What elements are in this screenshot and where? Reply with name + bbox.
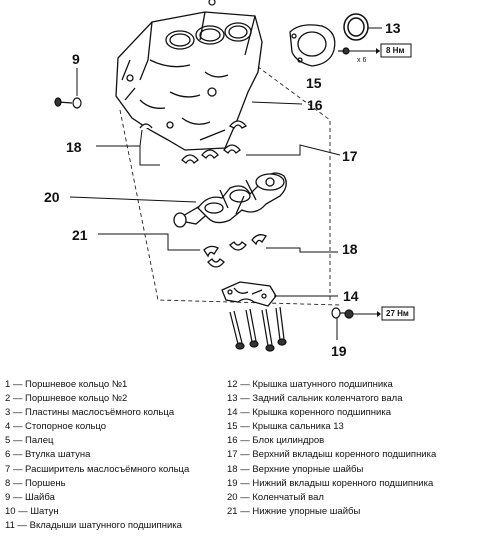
legend-item: 2 — Поршневое кольцо №2 [5, 393, 128, 405]
legend-item: 15 — Крышка сальника 13 [227, 421, 344, 433]
legend-item: 18 — Верхние упорные шайбы [227, 463, 364, 475]
legend-item: 16 — Блок цилиндров [227, 435, 325, 447]
upper-main-bearings-part-17 [181, 144, 241, 164]
leader-20 [69, 196, 197, 203]
block-plug [208, 0, 216, 6]
lower-torque-value: 27 Нм [386, 309, 409, 318]
callout-14: 14 [343, 288, 359, 304]
callout-18-upper: 18 [66, 139, 82, 155]
crankshaft-part-20 [173, 172, 287, 228]
side-bolt-washer [331, 307, 354, 319]
leader-18-lower [266, 247, 338, 253]
exploded-view-diagram: 9 15 13 x 6 8 Нм 16 18 17 [44, 0, 415, 359]
main-cap-bolts [229, 306, 287, 352]
legend-item: 6 — Втулка шатуна [5, 449, 91, 461]
legend-item: 20 — Коленчатый вал [227, 491, 324, 503]
legend-item: 13 — Задний сальник коленчатого вала [227, 393, 403, 405]
legend-item: 7 — Расширитель маслосъёмного кольца [5, 463, 190, 475]
legend-item: 3 — Пластины маслосъёмного кольца [5, 407, 175, 419]
lower-main-bearings-part-19 [207, 241, 247, 268]
assembly-dashed-outline [119, 49, 341, 306]
bolt-quantity: x 6 [357, 57, 366, 64]
legend-item: 12 — Крышка шатунного подшипника [227, 379, 393, 390]
leader-16 [251, 101, 303, 105]
upper-torque-arrow [376, 48, 380, 54]
leader-21 [98, 233, 200, 251]
callout-20: 20 [44, 189, 60, 205]
callout-9: 9 [72, 51, 80, 67]
legend-item: 1 — Поршневое кольцо №1 [5, 379, 128, 390]
legend-item: 21 — Нижние упорные шайбы [227, 505, 361, 517]
legend-item: 17 — Верхний вкладыш коренного подшипник… [227, 449, 437, 461]
leader-18-upper-b [139, 129, 143, 147]
cylinder-block [115, 11, 263, 151]
legend-column-right: 12 — Крышка шатунного подшипника 13 — За… [227, 378, 475, 538]
callout-13: 13 [385, 20, 401, 36]
upper-torque-box: 8 Нм [380, 43, 412, 58]
legend-item: 19 — Нижний вкладыш коренного подшипника [227, 477, 434, 489]
seal-retainer-part-15 [289, 24, 336, 67]
main-bearing-cap-part-14 [221, 281, 277, 307]
lower-torque-arrow [377, 311, 381, 317]
callout-21: 21 [72, 227, 88, 243]
callout-15: 15 [306, 75, 322, 91]
legend-column-left: 1 — Поршневое кольцо №1 2 — Поршневое ко… [5, 378, 227, 538]
lower-thrust-washers-part-21 [203, 234, 267, 258]
legend-item: 9 — Шайба [5, 491, 55, 503]
callout-16: 16 [307, 97, 323, 113]
parts-legend: 1 — Поршневое кольцо №1 2 — Поршневое ко… [5, 378, 475, 538]
lower-torque-box: 27 Нм [381, 306, 415, 321]
legend-item: 10 — Шатун [5, 505, 59, 517]
leader-18-upper [96, 145, 160, 166]
legend-item: 8 — Поршень [5, 477, 66, 489]
legend-item: 4 — Стопорное кольцо [5, 421, 107, 433]
upper-thrust-washers-part-18 [139, 120, 248, 129]
legend-item: 14 — Крышка коренного подшипника [227, 407, 392, 419]
rear-oil-seal-part-13 [343, 13, 369, 41]
leader-17 [246, 144, 341, 156]
callout-19: 19 [331, 343, 347, 359]
upper-torque-value: 8 Нм [386, 46, 404, 55]
callout-17: 17 [342, 148, 358, 164]
washer-part-9 [54, 97, 82, 109]
legend-item: 5 — Палец [5, 435, 54, 447]
legend-item: 11 — Вкладыши шатунного подшипника [5, 519, 182, 531]
seal-retainer-bolt [338, 47, 350, 55]
callout-18-lower: 18 [342, 241, 358, 257]
